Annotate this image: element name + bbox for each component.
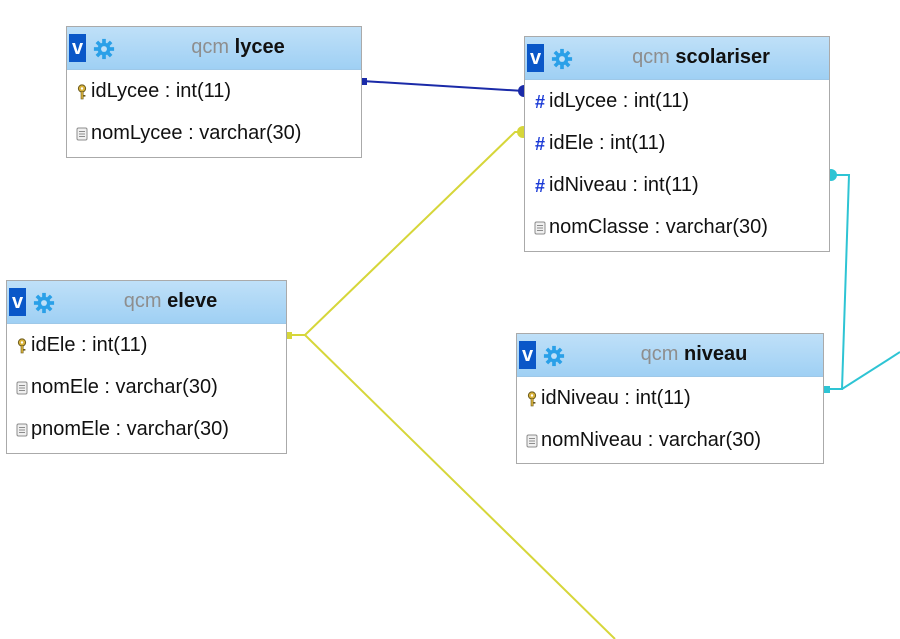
v-toggle-icon[interactable]: v bbox=[527, 44, 544, 72]
hash-icon: # bbox=[534, 175, 545, 196]
field-label: pnomEle : varchar(30) bbox=[31, 418, 229, 440]
table-name: scolariser bbox=[675, 46, 770, 68]
field-label: idNiveau : int(11) bbox=[541, 387, 691, 409]
field-icon bbox=[15, 421, 29, 438]
table-title: qcm lycee bbox=[119, 36, 357, 59]
field-row[interactable]: pnomEle : varchar(30) bbox=[7, 408, 286, 450]
field-icon bbox=[15, 379, 29, 396]
key-icon bbox=[15, 337, 29, 354]
field-row[interactable]: nomClasse : varchar(30) bbox=[525, 206, 829, 248]
table-eleve[interactable]: v qcm eleve idEle : int(11) nomEle : var… bbox=[6, 280, 287, 454]
field-label: idEle : int(11) bbox=[31, 334, 148, 356]
relation-line-eleve-scolariser bbox=[287, 131, 524, 336]
field-icon bbox=[525, 432, 539, 449]
field-label: nomClasse : varchar(30) bbox=[549, 216, 768, 238]
relation-end-lycee bbox=[360, 78, 367, 85]
table-header[interactable]: v qcm niveau bbox=[517, 334, 823, 377]
gear-icon[interactable] bbox=[551, 48, 573, 70]
table-title: qcm niveau bbox=[569, 343, 819, 366]
relation-line-niveau-scolariser bbox=[826, 174, 851, 390]
table-header[interactable]: v qcm eleve bbox=[7, 281, 286, 324]
field-icon bbox=[533, 219, 547, 236]
database-name: qcm bbox=[191, 36, 230, 58]
table-niveau[interactable]: v qcm niveau idNiveau : int(11) nomNivea… bbox=[516, 333, 824, 464]
key-icon bbox=[75, 83, 89, 100]
field-row[interactable]: #idLycee : int(11) bbox=[525, 80, 829, 122]
table-title: qcm eleve bbox=[59, 290, 282, 313]
table-scolariser[interactable]: v qcm scolariser #idLycee : int(11) #idE… bbox=[524, 36, 830, 252]
gear-icon[interactable] bbox=[93, 38, 115, 60]
field-row[interactable]: idNiveau : int(11) bbox=[517, 377, 823, 419]
table-name: eleve bbox=[167, 290, 218, 312]
field-label: idNiveau : int(11) bbox=[549, 174, 699, 196]
field-row[interactable]: nomNiveau : varchar(30) bbox=[517, 419, 823, 461]
field-label: nomNiveau : varchar(30) bbox=[541, 429, 762, 451]
database-name: qcm bbox=[632, 46, 670, 68]
field-row[interactable]: #idEle : int(11) bbox=[525, 122, 829, 164]
relation-end-eleve bbox=[285, 332, 292, 339]
table-lycee[interactable]: v qcm lycee idLycee : int(11) nomLycee :… bbox=[66, 26, 362, 158]
field-label: idEle : int(11) bbox=[549, 132, 666, 154]
database-name: qcm bbox=[640, 343, 679, 365]
field-row[interactable]: nomLycee : varchar(30) bbox=[67, 112, 361, 154]
field-label: nomEle : varchar(30) bbox=[31, 376, 218, 398]
relation-line-lycee-scolariser bbox=[361, 80, 525, 92]
gear-icon[interactable] bbox=[33, 292, 55, 314]
table-name: lycee bbox=[234, 36, 285, 58]
field-label: idLycee : int(11) bbox=[549, 90, 690, 112]
v-toggle-icon[interactable]: v bbox=[9, 288, 26, 316]
field-row[interactable]: #idNiveau : int(11) bbox=[525, 164, 829, 206]
table-name: niveau bbox=[684, 343, 748, 365]
gear-icon[interactable] bbox=[543, 345, 565, 367]
hash-icon: # bbox=[534, 133, 545, 154]
database-name: qcm bbox=[123, 290, 162, 312]
table-title: qcm scolariser bbox=[577, 46, 825, 69]
field-icon bbox=[75, 125, 89, 142]
field-label: idLycee : int(11) bbox=[91, 80, 232, 102]
field-row[interactable]: nomEle : varchar(30) bbox=[7, 366, 286, 408]
v-toggle-icon[interactable]: v bbox=[69, 34, 86, 62]
relation-line-niveau-offscreen bbox=[841, 351, 900, 390]
field-label: nomLycee : varchar(30) bbox=[91, 122, 302, 144]
v-toggle-icon[interactable]: v bbox=[519, 341, 536, 369]
field-row[interactable]: idLycee : int(11) bbox=[67, 70, 361, 112]
key-icon bbox=[525, 390, 539, 407]
relation-line-eleve-offscreen bbox=[304, 334, 616, 639]
hash-icon: # bbox=[534, 91, 545, 112]
relation-end-niveau bbox=[823, 386, 830, 393]
field-row[interactable]: idEle : int(11) bbox=[7, 324, 286, 366]
table-header[interactable]: v qcm lycee bbox=[67, 27, 361, 70]
table-header[interactable]: v qcm scolariser bbox=[525, 37, 829, 80]
